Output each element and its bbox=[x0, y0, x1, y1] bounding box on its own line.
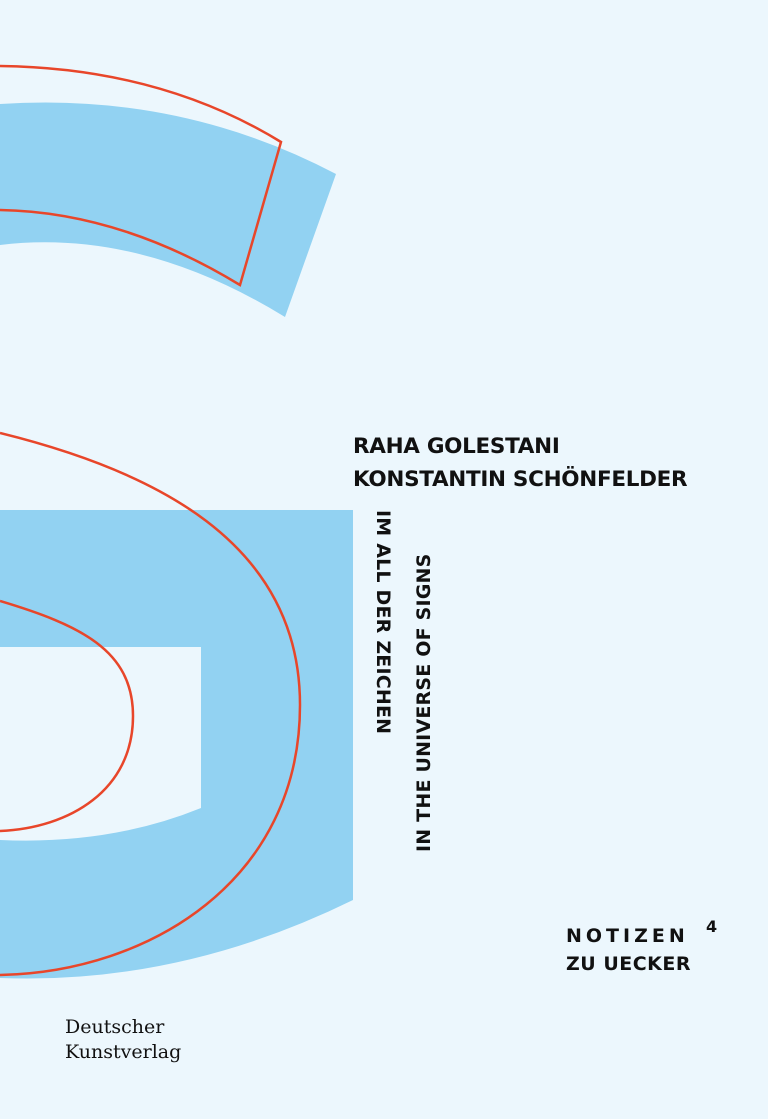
g-upper-blue-shape bbox=[0, 102, 336, 318]
title-english: IN THE UNIVERSE OF SIGNS bbox=[413, 553, 435, 852]
g-lower-cutout bbox=[0, 647, 201, 841]
g-upper-red-outline bbox=[0, 64, 283, 287]
g-lower-red-outer bbox=[0, 431, 302, 977]
publisher-line: Deutscher bbox=[65, 1016, 165, 1038]
author-name: RAHA GOLESTANI bbox=[353, 434, 560, 459]
series-number: 4 bbox=[706, 917, 718, 936]
publisher-logo: Deutscher Kunstverlag bbox=[65, 1015, 181, 1065]
series-subtitle: ZU UECKER bbox=[566, 953, 692, 975]
g-lower-red-inner bbox=[0, 599, 135, 833]
publisher-line: Kunstverlag bbox=[65, 1041, 182, 1063]
series-name: NOTIZEN bbox=[566, 925, 689, 947]
series-logo: NOTIZEN 4 ZU UECKER bbox=[566, 917, 717, 975]
author-name: KONSTANTIN SCHÖNFELDER bbox=[353, 467, 688, 492]
authors: RAHA GOLESTANI KONSTANTIN SCHÖNFELDER bbox=[353, 430, 688, 496]
title-german: IM ALL DER ZEICHEN bbox=[372, 510, 394, 735]
